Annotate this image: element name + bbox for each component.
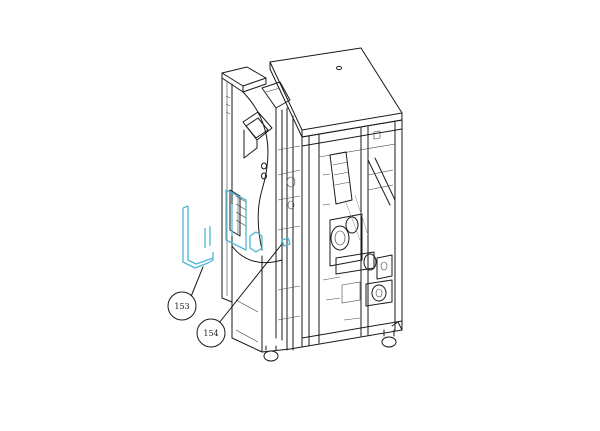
callout-154: 154 bbox=[196, 318, 226, 348]
casters bbox=[263, 321, 403, 362]
leader-line-153 bbox=[189, 266, 204, 300]
cabinet-frame bbox=[286, 107, 403, 351]
callout-153: 153 bbox=[167, 291, 197, 321]
housing-body bbox=[221, 77, 291, 353]
leader-line-154 bbox=[218, 243, 283, 324]
housing-top-cap bbox=[221, 66, 291, 109]
internal-mechanism bbox=[322, 151, 396, 321]
part-154-clip bbox=[249, 231, 263, 253]
highlighted-parts bbox=[182, 189, 291, 269]
leader-lines bbox=[189, 243, 283, 324]
callout-label-153: 153 bbox=[174, 302, 189, 311]
caster-wheel-front-right bbox=[381, 336, 397, 348]
caster-wheel-front-left bbox=[263, 350, 279, 362]
part-153-bracket bbox=[182, 205, 214, 269]
middle-assembly bbox=[275, 107, 301, 341]
callout-label-154: 154 bbox=[203, 329, 218, 338]
